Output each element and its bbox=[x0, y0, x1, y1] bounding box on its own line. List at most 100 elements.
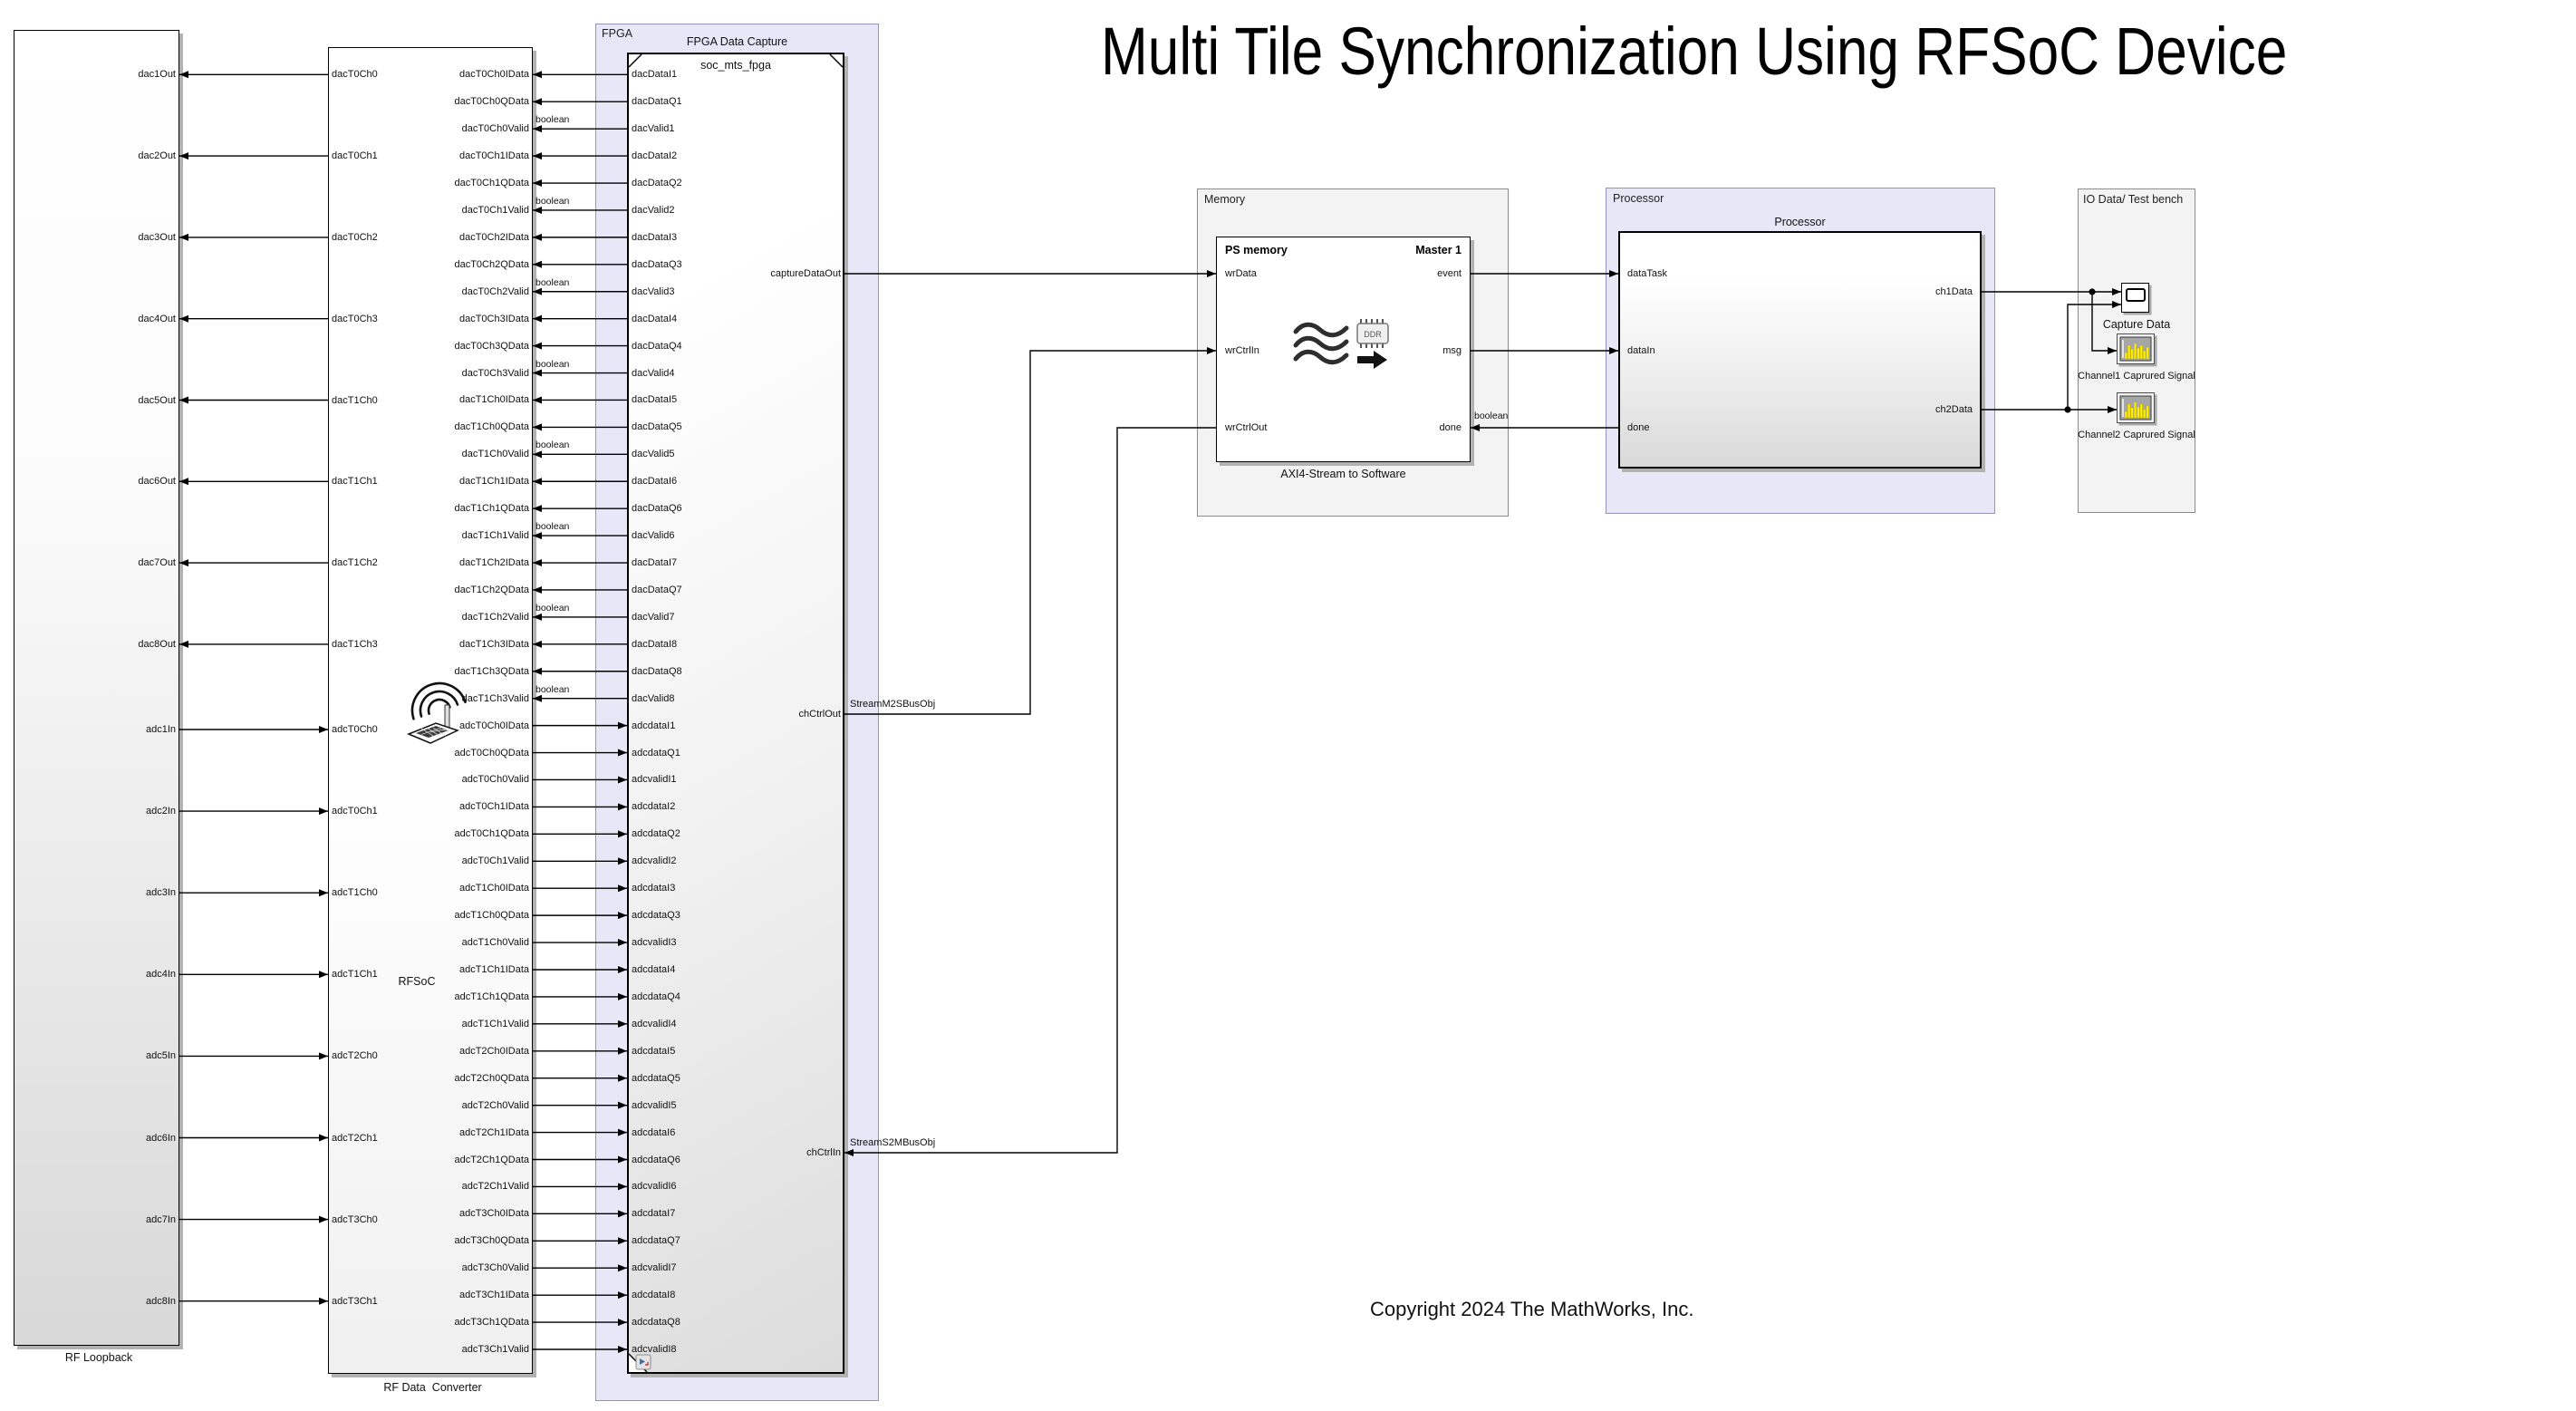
rf-loopback-block[interactable] bbox=[14, 30, 179, 1346]
port-label: adcT0Ch1Valid bbox=[461, 855, 529, 867]
wire-arrowhead-icon bbox=[533, 179, 542, 188]
port-label: dacDataI1 bbox=[632, 69, 678, 81]
wifi-arc-icon bbox=[410, 681, 467, 720]
wire-arrowhead-icon bbox=[179, 559, 188, 567]
port-label: adcvalidI3 bbox=[632, 937, 677, 949]
spectrum-bar bbox=[2130, 407, 2134, 419]
page-title: Multi Tile Synchronization Using RFSoC D… bbox=[1101, 14, 2288, 89]
port-label: adcT2Ch1QData bbox=[454, 1154, 529, 1165]
ps-memory-block[interactable] bbox=[1216, 237, 1471, 462]
rf-data-converter-caption: RF Data Converter bbox=[383, 1381, 482, 1394]
boolean-type-label: boolean bbox=[535, 440, 570, 451]
port-label: adcdataI3 bbox=[632, 883, 676, 894]
port-label: wrCtrlOut bbox=[1225, 422, 1268, 433]
wire-arrowhead-icon bbox=[179, 71, 188, 79]
port-label: adcdataI1 bbox=[632, 720, 676, 731]
port-label: dacDataI6 bbox=[632, 476, 678, 488]
port-label: dacDataQ6 bbox=[632, 503, 682, 515]
port-label: ch1Data bbox=[1935, 286, 1973, 297]
wire-arrowhead-icon bbox=[533, 423, 542, 431]
spectrum-bar bbox=[2130, 348, 2134, 360]
port-label: dacT0Ch2 bbox=[332, 231, 378, 243]
wire-arrowhead-icon bbox=[533, 125, 542, 133]
port-label: adcT3Ch1QData bbox=[454, 1317, 529, 1329]
port-label: dacDataI3 bbox=[632, 231, 678, 243]
capture-data-caption: Capture Data bbox=[2102, 318, 2171, 331]
port-label: dacT1Ch0 bbox=[332, 394, 378, 406]
port-label: dataTask bbox=[1627, 268, 1668, 279]
port-label: adc1In bbox=[145, 724, 176, 735]
stream-s2m-signal-label: StreamS2MBusObj bbox=[850, 1137, 936, 1148]
port-label: adcdataQ1 bbox=[632, 747, 680, 759]
port-label: adcvalidI2 bbox=[632, 855, 677, 867]
port-label: dacDataI2 bbox=[632, 150, 678, 162]
port-label: adcdataQ4 bbox=[632, 991, 680, 1002]
port-label: dacT0Ch3 bbox=[332, 313, 378, 324]
memory-region-label: Memory bbox=[1204, 193, 1246, 206]
port-label: adcT1Ch1 bbox=[332, 969, 378, 981]
port-label: dacT1Ch2Valid bbox=[461, 611, 529, 623]
port-label: dacDataI4 bbox=[632, 313, 678, 324]
port-label: dacT1Ch3Valid bbox=[461, 692, 529, 704]
port-label: adcT1Ch1IData bbox=[458, 963, 529, 975]
wire-arrowhead-icon bbox=[533, 585, 542, 594]
processor-block[interactable] bbox=[1618, 231, 1982, 469]
wire-arrowhead-icon bbox=[533, 478, 542, 486]
port-label: adcT0Ch0 bbox=[332, 724, 378, 735]
wire-arrowhead-icon bbox=[533, 694, 542, 702]
wire-arrowhead-icon bbox=[179, 478, 188, 486]
port-label: dacT0Ch1IData bbox=[458, 150, 529, 162]
rf-data-converter-block[interactable] bbox=[328, 47, 533, 1374]
port-label: dacT1Ch0Valid bbox=[461, 449, 529, 460]
port-label: adcT0Ch1QData bbox=[454, 828, 529, 840]
port-label: dac7Out bbox=[138, 557, 176, 569]
antenna-arcs bbox=[410, 681, 467, 720]
port-label: adcT0Ch0IData bbox=[458, 720, 529, 731]
wire-arrowhead-icon bbox=[319, 971, 328, 979]
wire-arrowhead-icon bbox=[533, 532, 542, 540]
wire-arrowhead-icon bbox=[533, 396, 542, 404]
stream-m2s-signal-label: StreamM2SBusObj bbox=[850, 699, 936, 710]
boolean-type-label: boolean bbox=[535, 358, 570, 370]
port-label: dacT1Ch2IData bbox=[458, 557, 529, 569]
port-label: adcT0Ch1 bbox=[332, 806, 378, 817]
port-label: dacDataQ2 bbox=[632, 178, 682, 189]
fpga-region-label: FPGA bbox=[602, 27, 633, 40]
port-label: adcT2Ch1Valid bbox=[461, 1181, 529, 1193]
port-label: adcvalidI6 bbox=[632, 1181, 677, 1193]
boolean-type-label: boolean bbox=[535, 521, 570, 533]
wire-arrowhead-icon bbox=[533, 369, 542, 377]
wifi-arc-icon bbox=[427, 698, 451, 716]
wire-arrowhead-icon bbox=[179, 233, 188, 241]
port-label: dacT0Ch0QData bbox=[454, 96, 529, 108]
spectrum-bar bbox=[2139, 403, 2143, 419]
port-label: event bbox=[1437, 268, 1462, 279]
port-label: dacT1Ch0IData bbox=[458, 394, 529, 406]
wave-icon bbox=[1293, 335, 1349, 352]
badge-arrow bbox=[645, 1362, 649, 1366]
spectrum-bar bbox=[2127, 344, 2131, 360]
port-label: dacT1Ch3 bbox=[332, 638, 378, 650]
port-label: captureDataOut bbox=[770, 268, 841, 279]
chip-grid-line bbox=[432, 727, 447, 737]
wr-ctrl-out-wire[interactable] bbox=[844, 427, 1216, 1154]
fpga-data-capture-block[interactable] bbox=[627, 53, 844, 1374]
port-label: dacT0Ch3IData bbox=[458, 313, 529, 324]
port-label: adcT3Ch0QData bbox=[454, 1235, 529, 1247]
port-label: dacDataI5 bbox=[632, 394, 678, 406]
boolean-type-label: boolean bbox=[535, 114, 570, 126]
spectrum-bar bbox=[2137, 347, 2140, 360]
port-label: dacValid7 bbox=[632, 611, 675, 623]
ddr-chip-text: DDR bbox=[1364, 330, 1382, 339]
port-label: adcvalidI7 bbox=[632, 1262, 677, 1274]
wire-arrowhead-icon bbox=[533, 98, 542, 106]
io-testbench-region-label: IO Data/ Test bench bbox=[2083, 193, 2184, 206]
port-label: adcT0Ch0Valid bbox=[461, 774, 529, 786]
port-label: dacT0Ch2IData bbox=[458, 231, 529, 243]
port-label: dacT0Ch2QData bbox=[454, 258, 529, 270]
port-label: adcT1Ch0 bbox=[332, 887, 378, 899]
rf-loopback-caption: RF Loopback bbox=[64, 1351, 133, 1364]
port-label: dac6Out bbox=[138, 476, 176, 488]
ch-ctrl-out-wire[interactable] bbox=[844, 350, 1216, 715]
